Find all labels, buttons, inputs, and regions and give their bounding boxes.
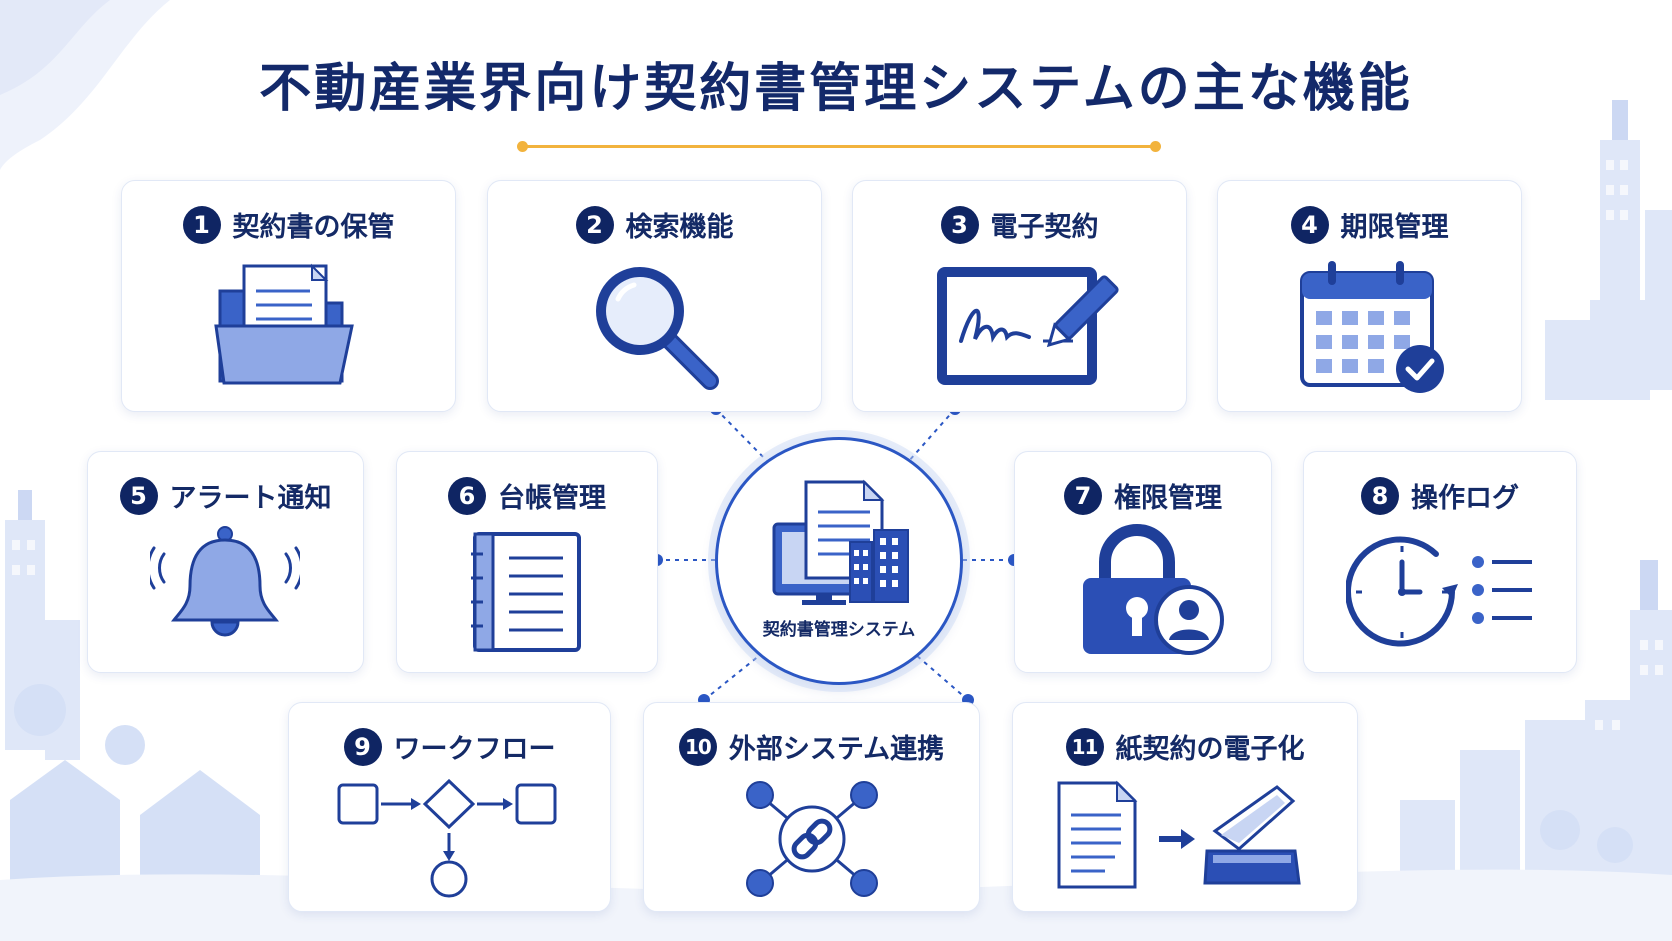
hub-label: 契約書管理システム	[762, 620, 916, 640]
feature-card-storage: 1 契約書の保管	[121, 180, 456, 412]
hub-circle: 契約書管理システム	[715, 437, 963, 685]
clock-log-icon	[1346, 536, 1532, 647]
feature-number: 4	[1290, 205, 1329, 244]
calendar-check-icon	[1300, 261, 1444, 393]
link-network-icon	[746, 781, 878, 897]
paper-scan-icon	[1057, 780, 1301, 889]
feature-number: 1	[182, 205, 221, 244]
feature-label: 外部システム連携	[728, 734, 945, 765]
ledger-book-icon	[471, 532, 581, 652]
bell-alert-icon	[150, 526, 300, 637]
feature-label: 契約書の保管	[232, 212, 395, 243]
feature-number: 7	[1064, 476, 1102, 515]
feature-label: 操作ログ	[1411, 483, 1519, 514]
tablet-signature-icon	[937, 267, 1119, 385]
feature-number: 6	[448, 476, 486, 515]
feature-number: 11	[1065, 727, 1104, 766]
workflow-icon	[337, 779, 557, 898]
feature-label: アラート通知	[169, 483, 332, 514]
feature-card-permissions: 7 権限管理	[1014, 451, 1272, 673]
feature-number: 9	[343, 727, 382, 766]
magnifier-icon	[596, 267, 719, 390]
feature-label: 検索機能	[625, 212, 734, 243]
feature-card-e-contract: 3 電子契約	[852, 180, 1187, 412]
feature-card-deadline: 4 期限管理	[1217, 180, 1522, 412]
feature-card-digitize: 11 紙契約の電子化	[1012, 702, 1358, 912]
feature-label: 期限管理	[1340, 212, 1449, 243]
feature-label: 権限管理	[1114, 483, 1222, 514]
folder-document-icon	[214, 263, 354, 385]
feature-card-integration: 10 外部システム連携	[643, 702, 980, 912]
feature-card-operation-log: 8 操作ログ	[1303, 451, 1577, 673]
computer-buildings-icon	[772, 479, 909, 605]
feature-card-search: 2 検索機能	[487, 180, 822, 412]
feature-number: 5	[119, 476, 158, 515]
feature-label: 紙契約の電子化	[1115, 734, 1305, 765]
feature-number: 2	[575, 205, 614, 244]
page-title: 不動産業界向け契約書管理システムの主な機能	[259, 58, 1413, 119]
lock-user-icon	[1083, 524, 1224, 655]
feature-number: 3	[940, 205, 979, 244]
title-underline	[517, 141, 1161, 152]
feature-card-alert: 5 アラート通知	[87, 451, 364, 673]
feature-label: 電子契約	[990, 212, 1099, 243]
feature-label: 台帳管理	[498, 483, 606, 514]
feature-label: ワークフロー	[393, 734, 556, 765]
feature-card-workflow: 9 ワークフロー	[288, 702, 611, 912]
feature-number: 10	[678, 727, 717, 766]
feature-card-ledger: 6 台帳管理	[396, 451, 658, 673]
feature-number: 8	[1361, 476, 1399, 515]
